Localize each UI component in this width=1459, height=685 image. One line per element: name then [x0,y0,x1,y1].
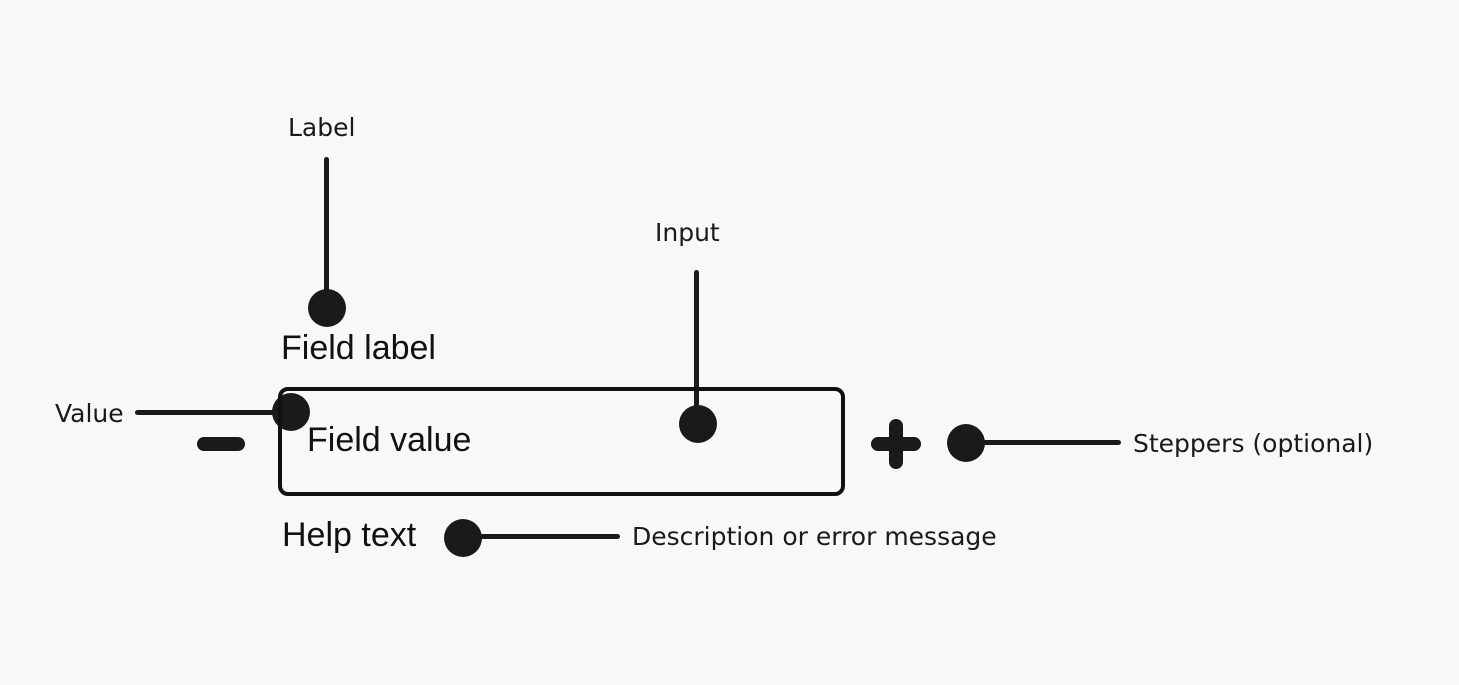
number-input-field[interactable] [278,387,845,496]
plus-icon[interactable] [871,419,921,469]
label-connector-line [324,157,329,307]
help-connector-line [480,534,620,539]
plus-icon-vertical-bar [889,419,903,469]
field-value-text: Field value [307,421,472,459]
value-connector-line [135,410,285,415]
annotation-steppers: Steppers (optional) [1133,429,1374,458]
input-connector-line [694,270,699,420]
annotation-label: Label [288,113,356,142]
annotation-value: Value [55,399,124,428]
annotation-help-description: Description or error message [632,522,997,551]
help-text: Help text [282,516,417,554]
steppers-connector-dot [947,424,985,462]
label-connector-dot [308,289,346,327]
annotation-input: Input [655,218,720,247]
input-connector-dot [679,405,717,443]
minus-icon[interactable] [197,437,245,451]
steppers-connector-line [982,440,1121,445]
field-label-text: Field label [281,329,436,367]
help-connector-dot [444,519,482,557]
